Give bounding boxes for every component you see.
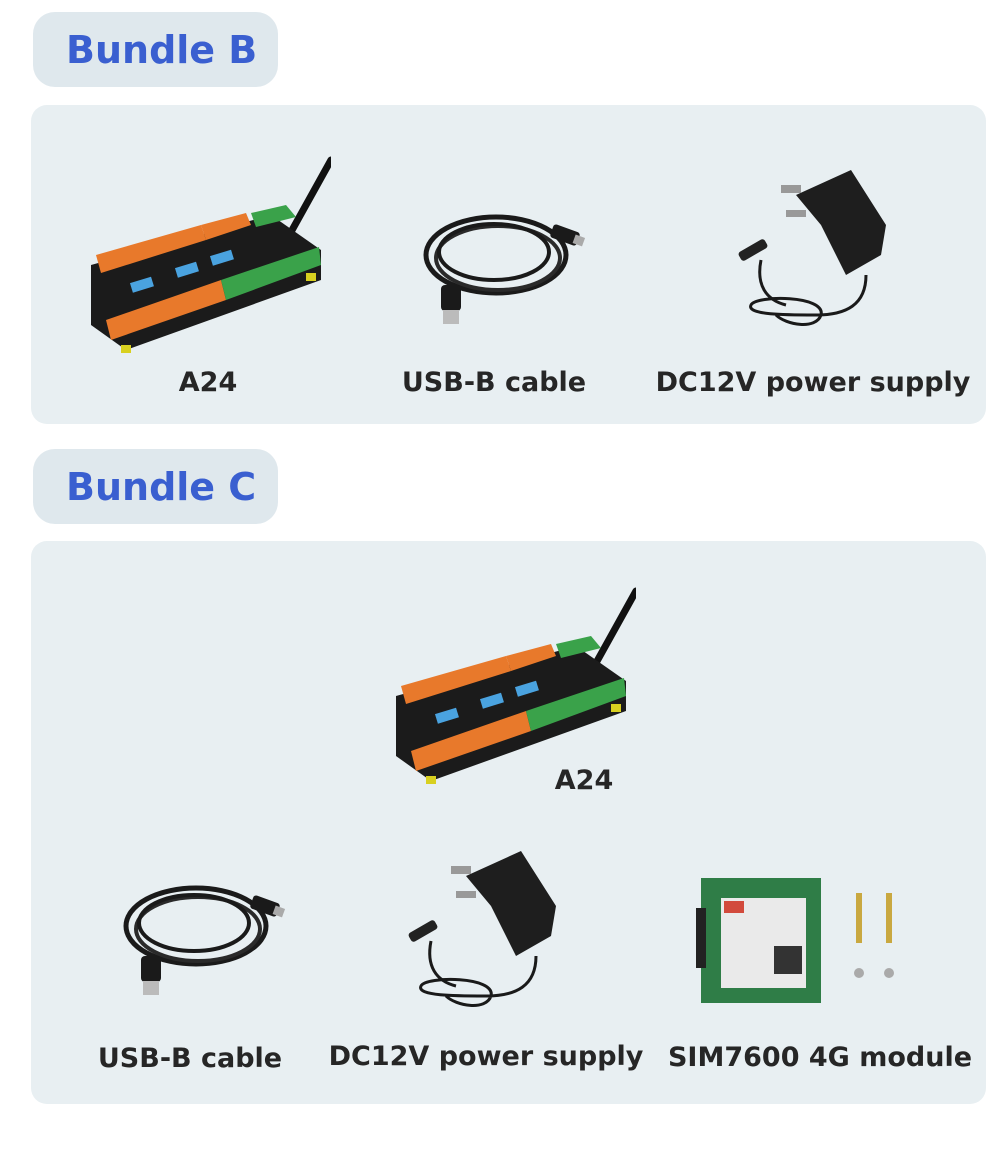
item-label: USB-B cable (97, 1043, 283, 1074)
item-label: DC12V power supply (655, 367, 971, 398)
usb-cable-image (116, 871, 286, 1015)
power-adapter-image (396, 846, 566, 1020)
item-label: A24 (554, 765, 614, 796)
bundle-b-tag: Bundle B (33, 12, 278, 87)
bundle-title: Bundle C (66, 464, 257, 509)
bundle-c-tag: Bundle C (33, 449, 278, 524)
controller-board-image (81, 155, 335, 369)
power-adapter-image (726, 165, 896, 339)
item-label: DC12V power supply (328, 1041, 644, 1072)
usb-cable-image (416, 200, 586, 344)
item-label: SIM7600 4G module (667, 1042, 973, 1073)
bundle-title: Bundle B (66, 27, 258, 72)
controller-board-image (386, 586, 640, 800)
item-label: USB-B cable (401, 367, 587, 398)
bundle-b-panel: A24 USB-B cable DC12V power supply (31, 105, 986, 424)
item-label: A24 (178, 367, 238, 398)
bundle-c-panel: A24 USB-B cable DC12V power supply SIM76… (31, 541, 986, 1104)
sim-module-image (696, 878, 906, 1012)
